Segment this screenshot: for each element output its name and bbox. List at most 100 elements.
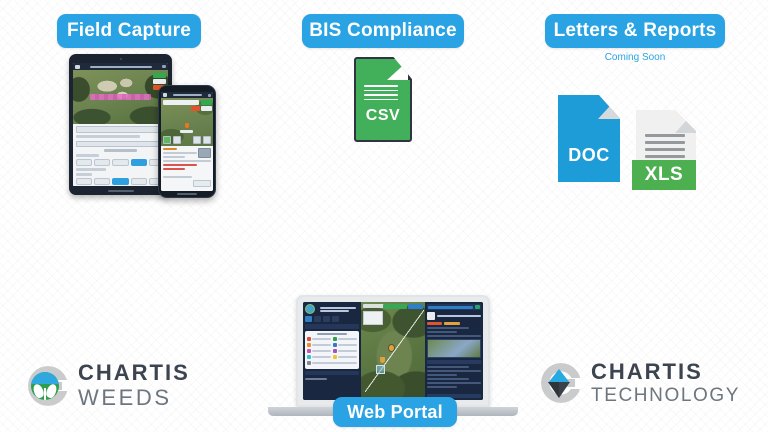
legend-row [307, 343, 357, 347]
map-search-input [163, 100, 199, 105]
map-tool-group-right [193, 136, 211, 144]
close-icon [475, 305, 480, 309]
record-line [163, 176, 192, 178]
map-marker-label [179, 129, 194, 133]
form-option-chip [76, 178, 93, 185]
portal-title-placeholder [317, 306, 359, 313]
tablet-screen [73, 63, 168, 186]
legend-row [307, 355, 357, 359]
map-tool-icon [163, 136, 171, 144]
portal-map-view [361, 302, 425, 400]
coming-soon-note: Coming Soon [604, 52, 666, 63]
record-thumbnail [198, 148, 211, 158]
logo-chartis-technology: CHARTIS TECHNOLOGY [541, 361, 740, 405]
detail-line [427, 378, 470, 380]
record-line [163, 156, 185, 158]
csv-icon-body: CSV [354, 57, 412, 142]
map-marker-icon [380, 356, 386, 363]
sky-arc [31, 371, 59, 384]
phone-notch [177, 88, 197, 91]
map-secondary-button [201, 106, 212, 111]
legend-swatch [333, 343, 337, 347]
map-annotation-label [90, 93, 151, 100]
portal-sidebar-button [305, 324, 359, 329]
portal-legend-panel [305, 331, 359, 369]
menu-icon [162, 65, 166, 68]
legend-swatch [307, 361, 311, 365]
csv-file-icon: CSV [354, 57, 412, 142]
csv-fold-corner-icon [387, 59, 410, 80]
legend-item [307, 337, 331, 341]
legend-item [333, 343, 357, 347]
legend-item [307, 349, 331, 353]
csv-icon-label: CSV [365, 107, 401, 124]
form-option-chip-selected [130, 159, 147, 166]
legend-label [338, 338, 357, 340]
badge-field-capture: Field Capture [57, 14, 201, 48]
tablet-app-topbar [73, 63, 168, 70]
form-field-title [76, 135, 141, 138]
portal-sidebar [303, 302, 361, 400]
phone-home-indicator [177, 193, 197, 195]
badge-bis-compliance: BIS Compliance [302, 14, 464, 48]
detail-panel-header [427, 304, 481, 310]
app-title-placeholder [90, 65, 152, 68]
map-alert-button [191, 106, 200, 111]
laptop-lid [296, 295, 490, 407]
map-tool-icon [173, 136, 181, 144]
detail-tag [427, 322, 443, 325]
form-label-1 [76, 154, 100, 157]
portal-brand-header [305, 304, 359, 314]
legend-label [338, 350, 357, 352]
form-option-chip [76, 159, 93, 166]
map-marker-icon [185, 122, 190, 128]
map-pin-icon [548, 369, 570, 398]
legend-label [312, 350, 331, 352]
detail-tag [444, 322, 461, 325]
legend-swatch [333, 349, 337, 353]
legend-item [333, 337, 357, 341]
csv-icon-lines [364, 85, 398, 103]
form-option-row-2 [76, 178, 166, 185]
doc-icon-body: DOC [558, 95, 620, 182]
detail-action-button [428, 305, 473, 309]
menu-icon [208, 93, 211, 97]
logo-wordmark: CHARTIS WEEDS [78, 362, 190, 409]
map-selection-box [376, 364, 386, 374]
logo-line-1: CHARTIS [591, 359, 703, 384]
legend-label [312, 362, 357, 364]
doc-fold-corner-icon [598, 95, 620, 119]
detail-line [427, 370, 481, 372]
legend-swatch [333, 337, 337, 341]
logo-line-2: TECHNOLOGY [591, 385, 741, 406]
pin-top [548, 369, 570, 383]
map-secondary-button [408, 304, 423, 309]
chartis-weeds-mark-icon [28, 365, 70, 406]
phone-record-panel [161, 146, 213, 191]
map-tool-icon [193, 136, 201, 144]
map-marker-highlight-icon [389, 345, 395, 352]
xls-icon-lines [645, 134, 685, 162]
logo-line-2: WEEDS [78, 385, 172, 410]
detail-title-placeholder [437, 315, 481, 317]
app-logo-icon [163, 93, 167, 97]
laptop-screen [303, 302, 483, 400]
portal-toolbar [305, 316, 359, 322]
legend-label [338, 356, 357, 358]
detail-line [427, 327, 470, 329]
legend-swatch [333, 355, 337, 359]
tablet-device-mockup [69, 54, 172, 195]
laptop-device-mockup [268, 295, 518, 432]
portal-logo-icon [305, 304, 315, 314]
portal-sidebar-footer-button [305, 371, 359, 375]
detail-section-header [427, 360, 481, 364]
legend-row [307, 337, 357, 341]
phone-map-view [161, 98, 213, 146]
phone-app-topbar [161, 92, 213, 98]
form-section-header [76, 126, 165, 133]
detail-line [427, 366, 470, 368]
map-search-input [363, 304, 389, 308]
detail-title-row [427, 312, 481, 320]
form-label-2 [76, 168, 107, 171]
logo-line-1: CHARTIS [78, 360, 190, 385]
